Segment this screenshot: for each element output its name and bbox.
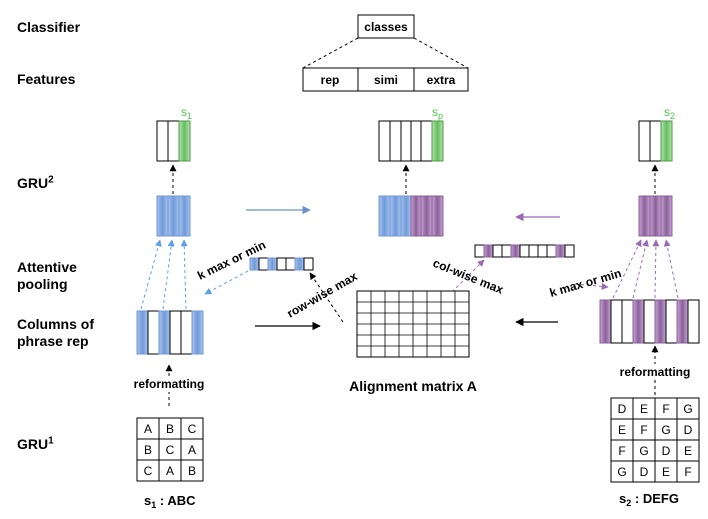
feature-rep: rep	[321, 73, 340, 87]
k-max-left-arrow	[204, 270, 249, 295]
s2-tag: s2	[664, 105, 675, 121]
s1-vector	[156, 120, 191, 162]
alignment-matrix-label: Alignment matrix A	[349, 378, 477, 394]
row-label-classifier: Classifier	[17, 19, 81, 35]
gru2-right-block	[638, 195, 673, 237]
s1-caption: s1 : ABC	[144, 493, 196, 510]
row-label-gru1: GRU1	[17, 435, 54, 452]
grid-cell-letter: B	[166, 422, 174, 436]
k-max-right-label: k max or min	[548, 266, 623, 300]
feature-simi: simi	[374, 73, 398, 87]
classifier-dash-left	[302, 37, 359, 69]
grid-cell-letter: G	[617, 465, 626, 479]
grid-cell-letter: D	[640, 465, 649, 479]
grid-cell-letter: E	[618, 423, 626, 437]
row-wise-label: row-wise max	[285, 269, 360, 321]
gru2-center-block	[378, 195, 444, 237]
s2-caption: s2 : DEFG	[619, 491, 679, 508]
left-phrase-columns	[136, 310, 204, 355]
grid-cell-letter: B	[144, 443, 152, 457]
right-phrase-columns	[599, 299, 700, 344]
feature-extra: extra	[427, 73, 456, 87]
sp-tag: sp	[432, 105, 443, 121]
grid-cell	[676, 460, 700, 483]
grid-cell-letter: D	[618, 402, 627, 416]
left-fan-arrows	[140, 239, 188, 310]
row-label-features: Features	[17, 71, 76, 87]
gru2-left-block	[156, 195, 191, 237]
grid-cell-letter: G	[639, 444, 648, 458]
grid-cell-letter: A	[144, 422, 152, 436]
grid-cell-letter: G	[683, 402, 692, 416]
classes-label: classes	[364, 20, 408, 34]
grid-cell-letter: C	[188, 422, 197, 436]
grid-cell-letter: C	[144, 464, 153, 478]
grid-cell-letter: D	[684, 423, 693, 437]
grid-cell-letter: F	[640, 423, 647, 437]
pooled-col-vector	[474, 244, 575, 258]
grid-cell-letter: E	[640, 402, 648, 416]
classes-box: classes	[357, 14, 415, 39]
grid-cell-letter: F	[684, 465, 691, 479]
grid-cell-letter: E	[684, 444, 692, 458]
sp-vector	[378, 120, 444, 162]
grid-cell-letter: A	[166, 464, 174, 478]
row-label-gru2: GRU2	[17, 174, 54, 191]
grid-cell	[180, 459, 204, 482]
alignment-matrix	[356, 290, 470, 358]
col-wise-arrow	[451, 259, 485, 293]
grid-cell-letter: A	[188, 443, 196, 457]
grid-cell-letter: F	[618, 444, 625, 458]
pooled-row-vector	[249, 257, 314, 271]
grid-cell-letter: D	[662, 444, 671, 458]
classifier-dash-right	[413, 37, 469, 69]
grid-cell-letter: E	[662, 465, 670, 479]
grid-cell-letter: G	[661, 423, 670, 437]
reformat-left-label: reformatting	[134, 377, 205, 391]
s1-tag: s1	[181, 105, 192, 121]
right-fan-arrows	[612, 239, 679, 299]
grid-cell-letter: C	[166, 443, 175, 457]
grid-cell-letter: B	[188, 464, 196, 478]
row-wise-arrow	[309, 272, 344, 323]
grid-cell-letter: F	[662, 402, 669, 416]
reformat-right-label: reformatting	[620, 365, 691, 379]
features-box: rep simi extra	[302, 67, 469, 92]
s2-vector	[638, 120, 673, 162]
